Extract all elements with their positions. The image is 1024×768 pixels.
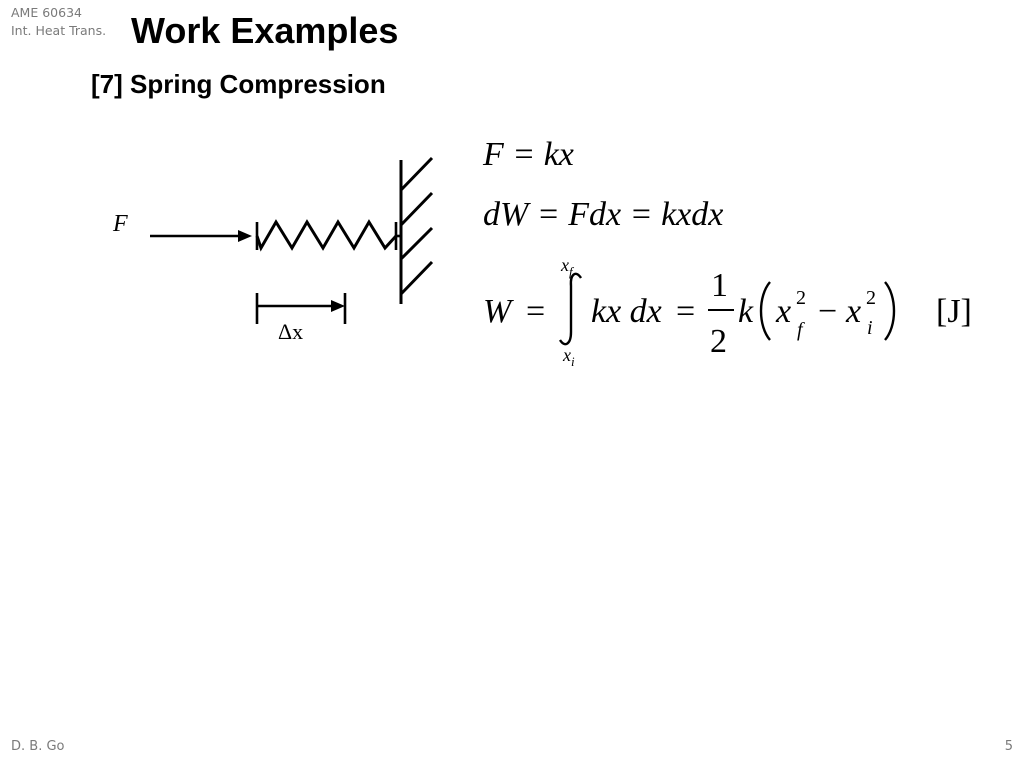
spring-constant: k [738, 293, 754, 330]
integral-sign [558, 272, 583, 346]
course-label: AME 60634 Int. Heat Trans. [11, 4, 106, 40]
equation-hookes-law: F = kx [482, 136, 574, 173]
exp-xf: 2 [796, 287, 806, 309]
spring-coil [255, 219, 398, 252]
exp-xi: 2 [866, 287, 876, 309]
sub-xi: i [867, 317, 873, 339]
work-lhs: W [483, 293, 514, 330]
sub-xf: f [797, 319, 805, 341]
displacement-arrowhead [331, 300, 345, 312]
slide-title: Work Examples [131, 10, 399, 51]
equation-differential-work: dW = Fdx = kxdx [483, 196, 723, 233]
upper-limit: xf [560, 255, 575, 279]
var-xf: x [775, 293, 791, 330]
fraction-numerator: 1 [711, 267, 728, 304]
wall-hatching [399, 156, 434, 296]
course-name: Int. Heat Trans. [11, 23, 107, 38]
equals-sign-1: = [526, 293, 545, 330]
equals-sign-2: = [676, 293, 695, 330]
left-paren [759, 281, 771, 341]
displacement-label: Δx [278, 319, 303, 344]
page-number: 5 [1004, 739, 1013, 754]
fraction-denominator: 2 [710, 323, 727, 360]
force-label: F [112, 211, 128, 237]
integrand: kx dx [591, 293, 662, 330]
course-code: AME 60634 [11, 5, 82, 20]
author-footer: D. B. Go [11, 739, 65, 754]
slide-subtitle: [7] Spring Compression [91, 69, 386, 99]
var-xi: x [845, 293, 861, 330]
unit-joule: [J] [936, 293, 972, 330]
right-paren [884, 281, 896, 341]
equation-work-integral: W = xf xi kx dx = 1 2 k x 2 f − x 2 i [J… [483, 255, 972, 369]
minus-sign: − [818, 293, 837, 330]
lower-limit: xi [562, 345, 575, 369]
force-arrowhead [238, 230, 252, 242]
